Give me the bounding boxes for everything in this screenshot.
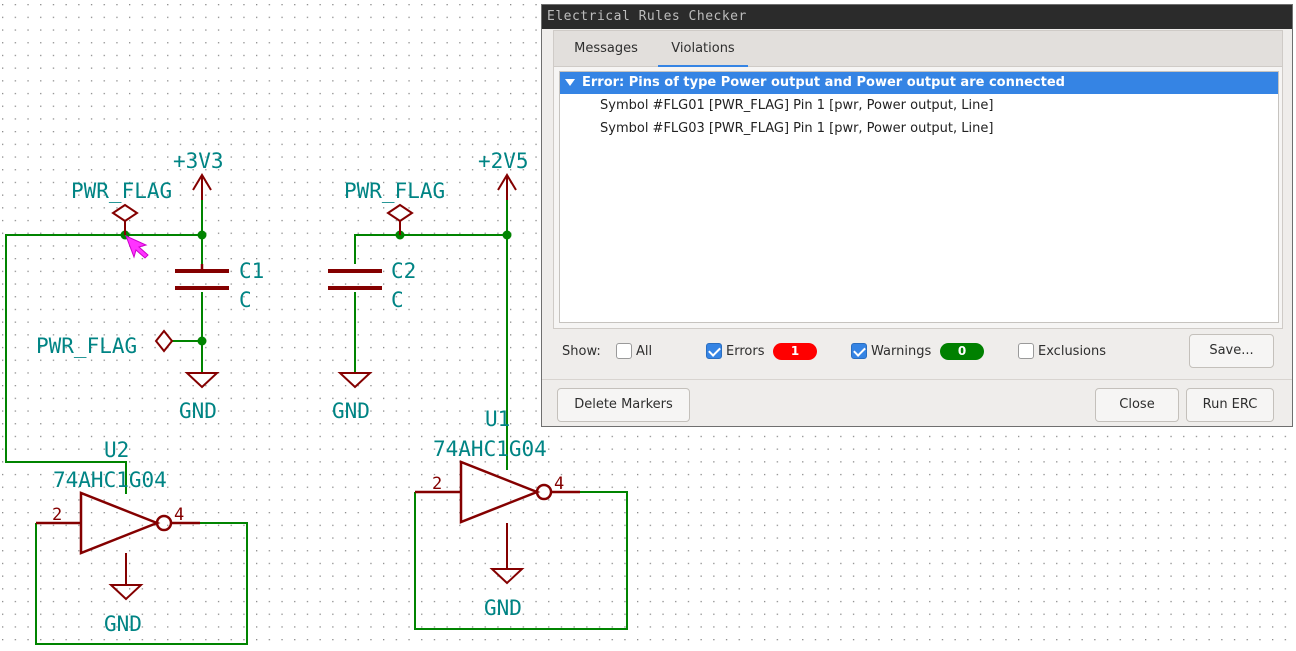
- save-button[interactable]: Save...: [1189, 334, 1274, 368]
- power-label-3v3: +3V3: [173, 149, 224, 173]
- gnd-label-2: GND: [332, 399, 370, 423]
- power-symbol-2v5[interactable]: +2V5: [478, 149, 529, 200]
- wires[interactable]: [5, 200, 628, 645]
- all-checkbox[interactable]: [616, 343, 632, 359]
- exclusions-checkbox[interactable]: [1018, 343, 1034, 359]
- violation-item-flg03[interactable]: Symbol #FLG03 [PWR_FLAG] Pin 1 [pwr, Pow…: [600, 121, 994, 136]
- pwr-flag-3-label: PWR_FLAG: [36, 334, 137, 358]
- gnd-symbol-1[interactable]: GND: [179, 372, 220, 423]
- show-label: Show:: [562, 344, 601, 359]
- c1-reference: C1: [239, 259, 264, 283]
- pwr-flag-1-label: PWR_FLAG: [71, 179, 172, 203]
- all-checkbox-label[interactable]: All: [636, 344, 653, 359]
- gnd-label-1: GND: [179, 399, 217, 423]
- power-symbol-3v3[interactable]: +3V3: [173, 149, 224, 200]
- gnd-symbol-2[interactable]: GND: [332, 372, 373, 423]
- warnings-count-badge: 0: [940, 343, 984, 360]
- dialog-separator: [542, 379, 1292, 380]
- tab-bar: Messages Violations: [553, 30, 1283, 68]
- violation-error-row[interactable]: Error: Pins of type Power output and Pow…: [560, 72, 1278, 94]
- erc-marker-arrow-icon[interactable]: [125, 235, 149, 259]
- inverter-u1[interactable]: U1 74AHC1G04 2 4: [415, 407, 580, 524]
- gnd-label-4: GND: [484, 596, 522, 620]
- inverter-u2[interactable]: U2 74AHC1G04 2 4: [36, 438, 200, 555]
- dialog-title[interactable]: Electrical Rules Checker: [542, 5, 1292, 29]
- gnd-symbol-3[interactable]: GND: [104, 553, 144, 636]
- erc-dialog[interactable]: Electrical Rules Checker Messages Violat…: [541, 4, 1293, 427]
- close-button[interactable]: Close: [1095, 388, 1179, 422]
- violations-panel: Error: Pins of type Power output and Pow…: [553, 67, 1283, 329]
- errors-checkbox-label[interactable]: Errors: [726, 344, 765, 359]
- u1-value: 74AHC1G04: [433, 437, 547, 461]
- delete-markers-button[interactable]: Delete Markers: [557, 388, 690, 422]
- u2-value: 74AHC1G04: [53, 468, 167, 492]
- pwr-flag-1[interactable]: PWR_FLAG: [71, 179, 172, 235]
- u2-pin-out: 4: [174, 505, 184, 525]
- c2-value: C: [391, 288, 404, 312]
- violations-list[interactable]: Error: Pins of type Power output and Pow…: [559, 71, 1279, 323]
- c1-value: C: [239, 288, 252, 312]
- errors-checkbox[interactable]: [706, 343, 722, 359]
- u2-pin-in: 2: [52, 505, 62, 525]
- expand-caret-icon[interactable]: [565, 79, 575, 86]
- tab-messages[interactable]: Messages: [574, 41, 638, 56]
- capacitor-c1[interactable]: C1 C: [175, 259, 264, 312]
- tab-violations[interactable]: Violations: [658, 31, 748, 68]
- violation-item-flg01[interactable]: Symbol #FLG01 [PWR_FLAG] Pin 1 [pwr, Pow…: [600, 98, 994, 113]
- u1-pin-out: 4: [554, 474, 564, 494]
- power-label-2v5: +2V5: [478, 149, 529, 173]
- show-filter-row: Show: All Errors 1 Warnings 0 Exclusions…: [542, 334, 1294, 370]
- u2-reference: U2: [104, 438, 129, 462]
- capacitor-c2[interactable]: C2 C: [328, 259, 416, 312]
- run-erc-button[interactable]: Run ERC: [1186, 388, 1274, 422]
- u1-pin-in: 2: [432, 474, 442, 494]
- pwr-flag-2-label: PWR_FLAG: [344, 179, 445, 203]
- gnd-label-3: GND: [104, 612, 142, 636]
- c2-reference: C2: [391, 259, 416, 283]
- exclusions-checkbox-label[interactable]: Exclusions: [1038, 344, 1107, 359]
- warnings-checkbox-label[interactable]: Warnings: [871, 344, 932, 359]
- u1-reference: U1: [485, 407, 510, 431]
- errors-count-badge: 1: [773, 343, 817, 360]
- pwr-flag-3[interactable]: PWR_FLAG: [36, 329, 174, 358]
- warnings-checkbox[interactable]: [851, 343, 867, 359]
- violation-error-title: Error: Pins of type Power output and Pow…: [582, 75, 1065, 90]
- pwr-flag-2[interactable]: PWR_FLAG: [344, 179, 445, 235]
- gnd-symbol-4[interactable]: GND: [484, 523, 525, 620]
